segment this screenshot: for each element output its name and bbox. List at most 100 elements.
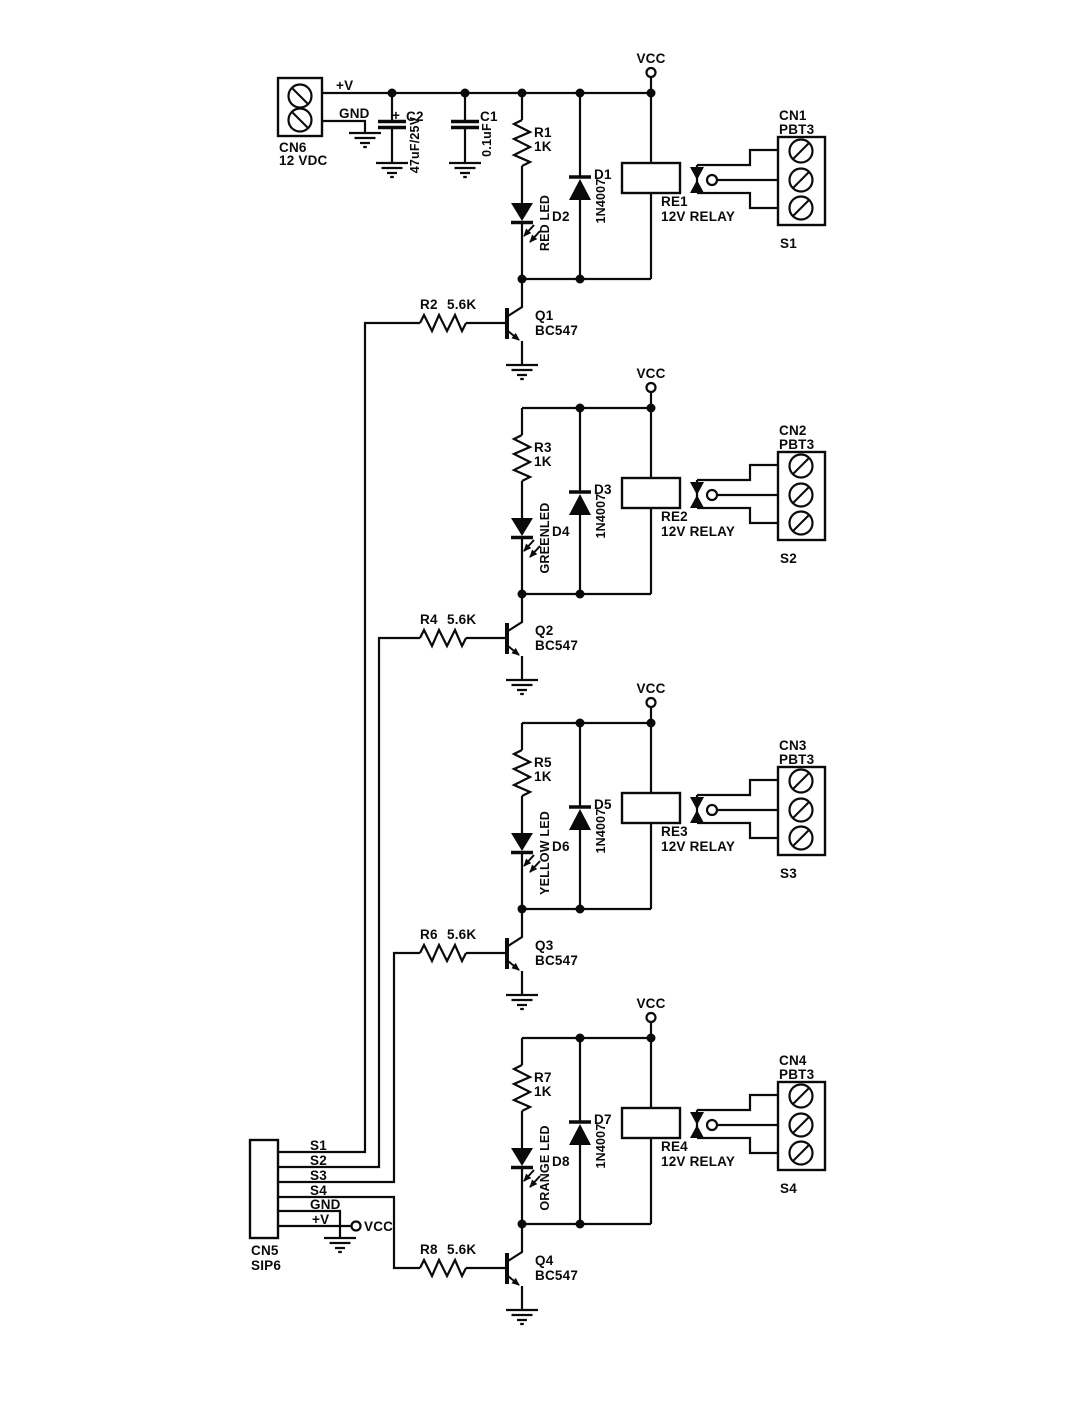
connector-ref-label: CN1 — [779, 108, 807, 123]
transistor-part-label: BC547 — [535, 1268, 578, 1283]
signal-s2-wire — [278, 636, 420, 1169]
screw-terminal-icon — [788, 167, 814, 193]
screw-terminal-icon — [788, 482, 814, 508]
relay-channel-2: VCC R3 1K GREENLED D4 D3 1N4007 RE2 12V … — [278, 366, 827, 1169]
base-resistor-value-label: 5.6K — [447, 927, 476, 942]
relay-coil-icon — [620, 161, 682, 195]
screw-terminal-icon — [788, 453, 814, 479]
connector-ref-label: CN2 — [779, 423, 807, 438]
relay-coil-icon — [620, 791, 682, 825]
c1-ref-label: C1 — [480, 109, 498, 124]
base-resistor-value-label: 5.6K — [447, 297, 476, 312]
relay-channel-4: VCC R7 1K ORANGE LED D8 D7 1N4007 RE4 12… — [278, 996, 827, 1326]
transistor-q3: Q3 BC547 — [466, 909, 578, 1011]
relay-ref-label: RE1 — [661, 194, 688, 209]
relay-value-label: 12V RELAY — [661, 524, 735, 539]
vcc-label: VCC — [636, 366, 665, 381]
transistor-part-label: BC547 — [535, 323, 578, 338]
relay-coil-wire — [522, 723, 653, 911]
led-triangle-icon — [511, 518, 533, 536]
led-color-label: ORANGE LED — [538, 1125, 552, 1210]
relay-contact-icon — [690, 1093, 778, 1155]
cn5-ref-label: CN5 — [251, 1243, 279, 1258]
vcc-label: VCC — [364, 1219, 393, 1234]
gnd-pin-wire — [278, 1209, 342, 1238]
diode-ref-label: D5 — [594, 797, 612, 812]
led-color-label: GREENLED — [538, 502, 552, 573]
signal-label: S4 — [780, 1181, 797, 1196]
base-resistor-ref-label: R4 — [420, 612, 438, 627]
control-input-section: CN5 SIP6 S1 S2 S3 S4 GND +V VCC — [248, 1138, 393, 1273]
led-emission-arrow-icon — [523, 854, 535, 867]
screw-terminal-icon — [788, 1083, 814, 1109]
ground-icon — [322, 1236, 358, 1254]
vcc-terminal-icon — [350, 1220, 362, 1232]
signal-label: S3 — [780, 866, 797, 881]
led-ref-label: D2 — [552, 209, 570, 224]
pin-label-s2: S2 — [310, 1153, 327, 1168]
screw-terminal-icon — [788, 510, 814, 536]
screw-terminal-icon — [287, 107, 313, 133]
resistor-value-label: 1K — [534, 454, 552, 469]
junction-dot — [575, 1219, 585, 1229]
screw-terminal-icon — [788, 825, 814, 851]
base-resistor-value-label: 5.6K — [447, 1242, 476, 1257]
resistor-zigzag-icon — [511, 1064, 533, 1112]
emitter-arrow-icon — [507, 330, 520, 341]
power-input-section: CN6 12 VDC +V GND + C2 47uF/25V C1 0.1uF — [276, 76, 656, 179]
resistor-value-label: 1K — [534, 769, 552, 784]
junction-dot — [646, 403, 656, 413]
led-emission-arrow-icon — [529, 860, 541, 873]
diode-triangle-icon — [569, 809, 591, 830]
screw-terminal-icon — [287, 83, 313, 109]
screw-terminal-icon — [788, 1112, 814, 1138]
ground-icon — [504, 363, 540, 381]
junction-dot — [575, 589, 585, 599]
vcc-rail-wire — [322, 77, 653, 95]
led-emission-arrow-icon — [523, 1169, 535, 1182]
ground-icon — [347, 131, 383, 149]
contact-arrow-icon — [690, 810, 704, 823]
contact-pole-icon — [705, 173, 719, 187]
ground-icon — [374, 161, 410, 179]
relay-contact-icon — [690, 463, 778, 525]
diode-triangle-icon — [569, 179, 591, 200]
relay-ref-label: RE2 — [661, 509, 688, 524]
contact-arrow-icon — [690, 1125, 704, 1138]
vcc-rail-wire — [522, 392, 653, 410]
gnd-wire — [322, 119, 367, 133]
pin-label-s3: S3 — [310, 1168, 327, 1183]
signal-label: S1 — [780, 236, 797, 251]
cn5-header — [248, 1138, 280, 1240]
relay-channel-3: VCC R5 1K YELLOW LED D6 D5 1N4007 RE3 12… — [278, 681, 827, 1184]
relay-coil-icon — [620, 1106, 682, 1140]
led-emission-arrow-icon — [523, 539, 535, 552]
relay-coil-wire — [522, 1038, 653, 1226]
transistor-wires — [466, 909, 524, 955]
diode-part-label: 1N4007 — [594, 179, 608, 224]
diode-triangle-icon — [569, 494, 591, 515]
transistor-ref-label: Q2 — [535, 623, 553, 638]
diode-ref-label: D3 — [594, 482, 612, 497]
led-ref-label: D4 — [552, 524, 570, 539]
transistor-part-label: BC547 — [535, 638, 578, 653]
cn6-ref-label: CN6 — [279, 140, 307, 155]
junction-dot — [646, 1033, 656, 1043]
capacitor-plates-icon — [451, 119, 479, 130]
diode-part-label: 1N4007 — [594, 809, 608, 854]
signal-s1-wire — [278, 321, 420, 1154]
led-emission-arrow-icon — [529, 1175, 541, 1188]
transistor-part-label: BC547 — [535, 953, 578, 968]
resistor-zigzag-icon — [419, 1257, 467, 1279]
led-triangle-icon — [511, 1148, 533, 1166]
connector-ref-label: CN4 — [779, 1053, 807, 1068]
junction-dot — [575, 904, 585, 914]
resistor-value-label: 1K — [534, 1084, 552, 1099]
resistor-zigzag-icon — [511, 749, 533, 797]
diode-part-label: 1N4007 — [594, 1124, 608, 1169]
transistor-ref-label: Q4 — [535, 1253, 554, 1268]
led-ref-label: D6 — [552, 839, 570, 854]
led-triangle-icon — [511, 833, 533, 851]
screw-terminal-icon — [788, 768, 814, 794]
